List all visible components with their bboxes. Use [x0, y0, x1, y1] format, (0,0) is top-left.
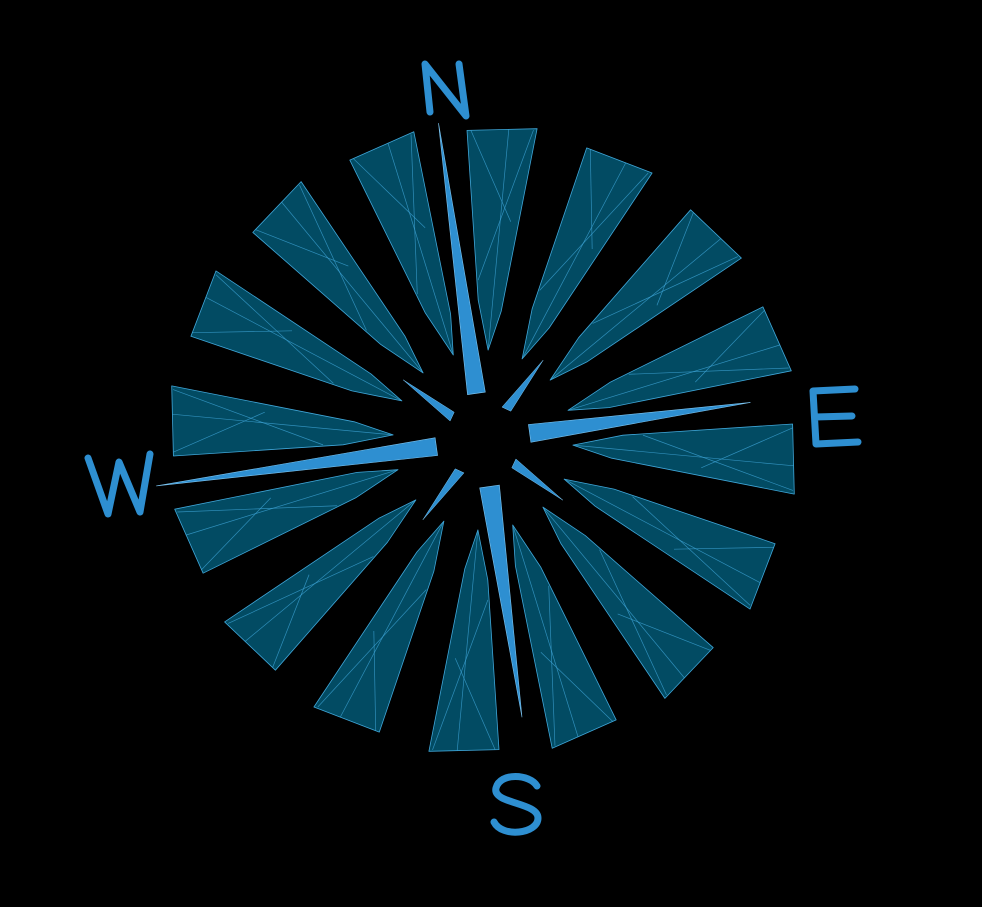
- north-label: N: [421, 60, 470, 120]
- compass-petal: [349, 131, 454, 356]
- petal-facet-line: [572, 444, 794, 467]
- petal-shape: [563, 478, 776, 610]
- petal-facet-line: [521, 162, 627, 360]
- compass-petal: [521, 147, 653, 360]
- compass-petal: [313, 520, 445, 733]
- petal-shape: [428, 529, 500, 752]
- west-needle: [156, 437, 438, 487]
- petal-shape: [174, 469, 399, 574]
- petal-facet-line: [701, 427, 793, 469]
- compass-petal: [174, 469, 399, 574]
- petal-shape: [190, 270, 403, 402]
- south-label: S: [490, 773, 542, 836]
- intercardinal-tick: [422, 468, 465, 521]
- petal-facet-line: [617, 613, 711, 651]
- petal-shape: [542, 506, 714, 699]
- west-label: W: [84, 450, 154, 518]
- petal-shape: [171, 385, 394, 457]
- compass-petal: [542, 506, 714, 699]
- petal-facet-line: [487, 129, 510, 351]
- petal-facet-line: [281, 201, 424, 374]
- compass-rose: [156, 123, 795, 752]
- petal-facet-line: [548, 585, 556, 746]
- petal-facet-line: [352, 158, 426, 228]
- petal-shape: [313, 520, 445, 733]
- petal-facet-line: [185, 469, 399, 536]
- petal-facet-line: [272, 574, 310, 668]
- compass-petal: [252, 181, 424, 374]
- petal-facet-line: [599, 549, 667, 695]
- petal-facet-line: [540, 652, 614, 722]
- petal-facet-line: [299, 185, 367, 331]
- petal-facet-line: [673, 546, 774, 550]
- petal-shape: [349, 131, 454, 356]
- petal-facet-line: [432, 599, 489, 751]
- petal-facet-line: [317, 589, 427, 708]
- compass-petal: [563, 478, 776, 610]
- petal-facet-line: [589, 149, 593, 250]
- compass-petal: [512, 524, 617, 749]
- petal-facet-line: [477, 129, 534, 281]
- petal-facet-line: [172, 389, 324, 446]
- petal-facet-line: [244, 499, 417, 642]
- petal-facet-line: [470, 130, 512, 222]
- petal-shape: [567, 306, 792, 411]
- compass-petal: [428, 529, 500, 752]
- petal-facet-line: [215, 274, 334, 384]
- petal-shape: [466, 128, 538, 351]
- petal-shape: [521, 147, 653, 360]
- petal-facet-line: [228, 556, 374, 624]
- east-needle: [528, 402, 751, 443]
- svg-text:W: W: [118, 484, 119, 486]
- north-needle: [438, 123, 486, 395]
- petal-facet-line: [205, 296, 403, 402]
- petal-shape: [512, 524, 617, 749]
- east-label: E: [809, 385, 862, 448]
- petal-facet-line: [177, 505, 338, 513]
- petal-facet-line: [549, 238, 722, 381]
- compass-petal: [549, 209, 742, 381]
- compass-petal: [171, 385, 394, 457]
- petal-facet-line: [192, 330, 293, 334]
- petal-facet-line: [454, 658, 496, 750]
- petal-facet-line: [373, 630, 377, 731]
- petal-facet-line: [173, 411, 265, 453]
- compass-petal: [567, 306, 792, 411]
- petal-facet-line: [542, 506, 685, 679]
- compass-petal: [466, 128, 538, 351]
- petal-shape: [252, 181, 424, 374]
- petal-facet-line: [695, 309, 765, 383]
- petal-facet-line: [656, 212, 694, 306]
- petal-facet-line: [201, 497, 271, 571]
- petal-facet-line: [592, 256, 738, 324]
- intercardinal-tick: [501, 359, 544, 412]
- petal-shape: [549, 209, 742, 381]
- petal-facet-line: [255, 229, 349, 267]
- petal-facet-line: [539, 172, 649, 291]
- petal-facet-line: [172, 413, 394, 436]
- petal-facet-line: [512, 524, 579, 738]
- petal-shape: [224, 499, 417, 671]
- petal-facet-line: [567, 344, 781, 411]
- south-needle: [479, 484, 523, 718]
- petal-facet-line: [456, 529, 479, 751]
- petal-facet-line: [339, 520, 445, 718]
- compass-petal: [190, 270, 403, 402]
- petal-facet-line: [387, 142, 454, 356]
- petal-facet-line: [410, 134, 418, 295]
- petal-facet-line: [563, 478, 761, 584]
- petal-facet-line: [628, 367, 789, 375]
- intercardinal-tick: [511, 458, 564, 501]
- intercardinal-tick: [402, 379, 455, 422]
- petal-shape: [572, 423, 795, 495]
- petal-facet-line: [642, 434, 794, 491]
- compass-petal: [224, 499, 417, 671]
- petal-facet-line: [632, 496, 751, 606]
- compass-petal: [572, 423, 795, 495]
